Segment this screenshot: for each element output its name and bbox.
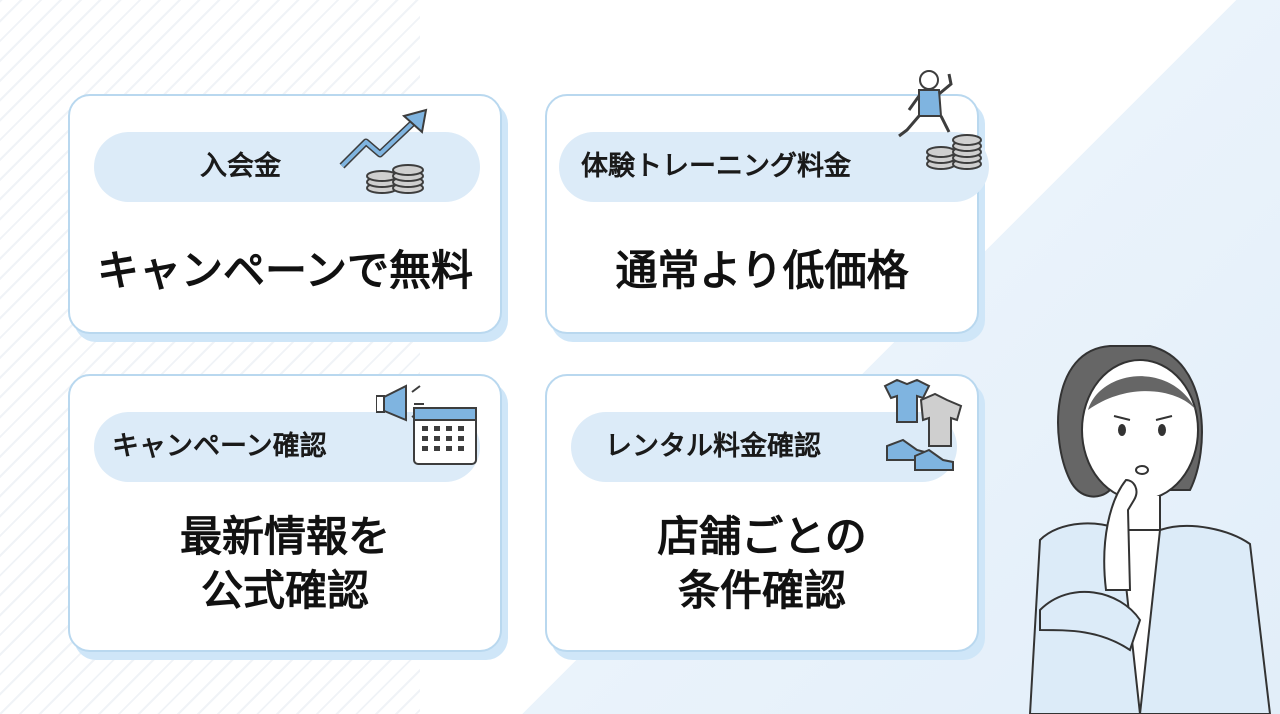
- card-label-pill: レンタル料金確認: [571, 412, 957, 482]
- card-admission-fee: 入会金 キャンペーンで無料: [68, 94, 502, 334]
- card-main-line: 条件確認: [677, 566, 846, 615]
- card-label-pill: キャンペーン確認: [94, 412, 480, 482]
- card-main-text: 店舗ごとの 条件確認: [547, 510, 977, 618]
- clothes-shoes-icon: [883, 378, 963, 471]
- growth-arrow-coins-icon: [339, 108, 428, 194]
- card-main-line: キャンペーンで無料: [97, 246, 473, 295]
- card-campaign-check: キャンペーン確認 最新情報を 公式確認: [68, 374, 502, 652]
- card-main-text: キャンペーンで無料: [70, 244, 500, 298]
- fitness-person-coins-icon: [898, 70, 982, 170]
- card-trial-training-fee: 体験トレーニング料金 通常より低価格: [545, 70, 989, 334]
- card-label: キャンペーン確認: [112, 431, 327, 462]
- card-label: レンタル料金確認: [605, 431, 821, 462]
- card-rental-fee-check: レンタル料金確認 店舗ごとの 条件確認: [545, 374, 979, 652]
- card-main-line: 最新情報を: [179, 512, 390, 561]
- card-main-text: 最新情報を 公式確認: [70, 510, 500, 618]
- card-label: 入会金: [200, 151, 281, 182]
- megaphone-calendar-icon: [376, 384, 477, 465]
- card-label: 体験トレーニング料金: [581, 151, 851, 182]
- card-main-line: 公式確認: [200, 566, 369, 615]
- card-main-text: 通常より低価格: [547, 244, 977, 298]
- thinking-woman-illustration: [1028, 345, 1272, 714]
- card-main-line: 通常より低価格: [615, 246, 909, 295]
- card-main-line: 店舗ごとの: [657, 512, 867, 561]
- card-label-pill: 体験トレーニング料金: [559, 132, 989, 202]
